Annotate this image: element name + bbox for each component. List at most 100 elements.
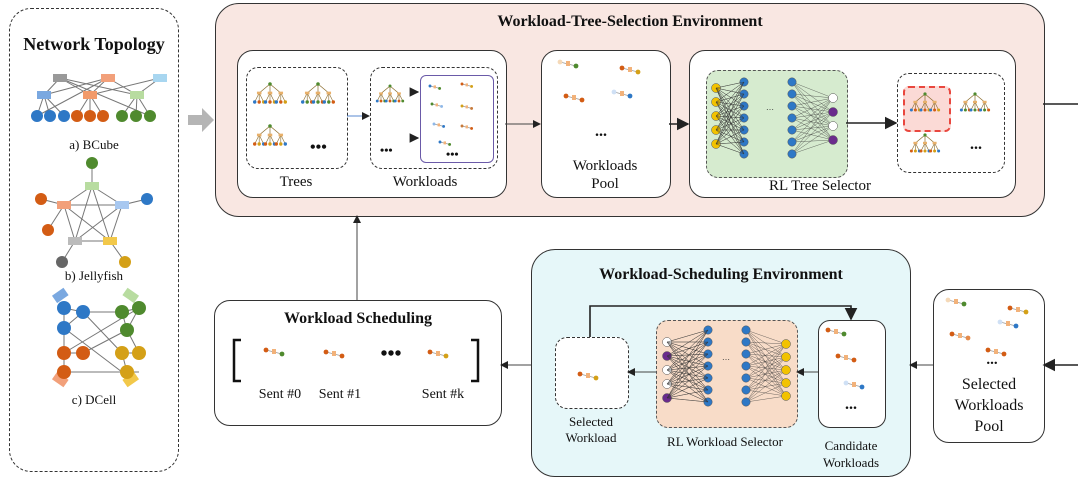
tree-leaf	[263, 142, 268, 146]
tree-switch	[982, 100, 987, 104]
tree-nn-weight	[791, 125, 834, 143]
workload-nn-neuron	[741, 385, 751, 395]
workload-nn-neuron	[741, 373, 751, 383]
workload-nn-weight	[745, 341, 787, 358]
tree-nn-weight	[715, 81, 745, 145]
tree-leaf	[937, 149, 941, 153]
tree-leaf	[379, 99, 383, 103]
selected-pool-ellipsis: ...	[986, 352, 998, 368]
tree-leaf	[929, 108, 933, 112]
tree-root	[973, 92, 977, 96]
candidate-workload-switch	[852, 382, 856, 387]
tree-nn-weight	[791, 97, 834, 143]
tree-switch	[267, 133, 273, 137]
tree-nn-weight	[715, 105, 745, 145]
workload-nn-neuron	[781, 352, 791, 362]
tree-edge	[258, 125, 271, 136]
candidate-workload-node	[843, 380, 849, 386]
tree-switch	[267, 91, 273, 95]
tree-nn-weight	[791, 93, 834, 113]
tree-edge	[915, 134, 926, 144]
tree-edge	[924, 93, 935, 103]
selpool-workload-node	[949, 331, 955, 337]
tree-nn-weight	[715, 81, 745, 103]
bcube-hosts	[31, 110, 156, 122]
sched-env-title: Workload-Scheduling Environment	[599, 266, 843, 283]
highlight-workload-node	[438, 140, 442, 144]
candidate-ellipsis: ...	[845, 396, 857, 413]
tree-nn-weight	[715, 87, 745, 155]
scheduling-dots: •••	[380, 343, 402, 365]
sent-workload-switch	[272, 349, 276, 354]
sent-workload-switch	[332, 351, 336, 356]
tree-nn-neuron	[787, 101, 797, 111]
rl-tree-selector-label: RL Tree Selector	[769, 178, 871, 194]
tree-leaf	[279, 142, 283, 146]
selected-workload-glyph-switch	[586, 373, 590, 378]
sent-workload-node	[339, 353, 345, 359]
highlight-workload-switch	[465, 105, 468, 109]
tree-nn-weight	[791, 97, 834, 107]
workload-nn-weight	[745, 329, 787, 397]
tree-nn-weight	[715, 81, 745, 131]
tree-leaf	[933, 149, 937, 153]
trees-label: Trees	[279, 174, 313, 190]
tree-nn-weight	[715, 81, 745, 117]
tree-leaf	[322, 100, 327, 104]
tree-nn-neuron	[828, 135, 838, 145]
tree-leaf	[937, 108, 941, 112]
workload-nn-neuron	[741, 337, 751, 347]
tree-nn-weight	[791, 139, 834, 143]
sent-workload-node	[323, 349, 329, 355]
pool-workload-node	[573, 63, 579, 69]
candidate-workload-switch	[844, 355, 848, 360]
workload-nn-weight	[666, 377, 709, 399]
workload-nn-weight	[666, 365, 709, 385]
workload-nn-neuron	[781, 365, 791, 375]
tree-switch	[388, 92, 392, 95]
workload-nn-neuron	[741, 325, 751, 335]
workload-nn-weight	[745, 365, 787, 397]
selected-trees-ellipsis: ...	[970, 136, 982, 153]
tree-nn-neuron	[828, 121, 838, 131]
tree-switch	[397, 92, 401, 95]
pool-workload-switch	[628, 67, 632, 72]
tree-switch	[923, 100, 927, 104]
tree-leaf	[257, 142, 261, 146]
workload-nn-weight	[745, 343, 787, 379]
workload-nn-weight	[666, 329, 709, 385]
workload-nn-weight	[745, 369, 787, 391]
workload-nn-weight	[745, 356, 787, 391]
tree-nn-weight	[791, 111, 834, 155]
workload-nn-weight	[666, 389, 709, 399]
selpool-workload-switch	[1006, 321, 1010, 326]
tree-leaf	[375, 99, 379, 103]
tree-leaf	[959, 108, 963, 112]
workload-nn-weight	[666, 355, 709, 367]
tree-root	[268, 124, 272, 128]
dcell-label: c) DCell	[71, 392, 117, 407]
tree-leaf	[923, 149, 927, 153]
sent-workload-node	[263, 347, 269, 353]
tree-nn-weight	[715, 87, 745, 107]
tree-root	[316, 82, 320, 86]
selpool-workload-node	[965, 335, 971, 341]
selpool-workload-switch	[1016, 307, 1020, 312]
tree-leaf	[274, 142, 279, 146]
workload-nn-weight	[745, 356, 787, 379]
tree-leaf	[923, 108, 927, 112]
selpool-workload-switch	[954, 299, 958, 304]
highlight-workload-node	[470, 84, 474, 88]
rl-workload-selector-label: RL Workload Selector	[667, 434, 783, 449]
candidate-workload-node	[825, 327, 831, 333]
selpool-workload-node	[1007, 305, 1013, 311]
selected-workload-line1: Selected	[568, 414, 614, 429]
tree-nn-weight	[715, 101, 745, 119]
tree-switch	[379, 92, 383, 95]
tree-edge	[317, 83, 330, 94]
workload-nn-weight	[745, 353, 787, 397]
tree-leaf	[252, 142, 257, 146]
tree-leaf	[963, 108, 967, 112]
workload-nn-weight	[745, 365, 787, 384]
workload-nn-weight	[666, 365, 709, 399]
